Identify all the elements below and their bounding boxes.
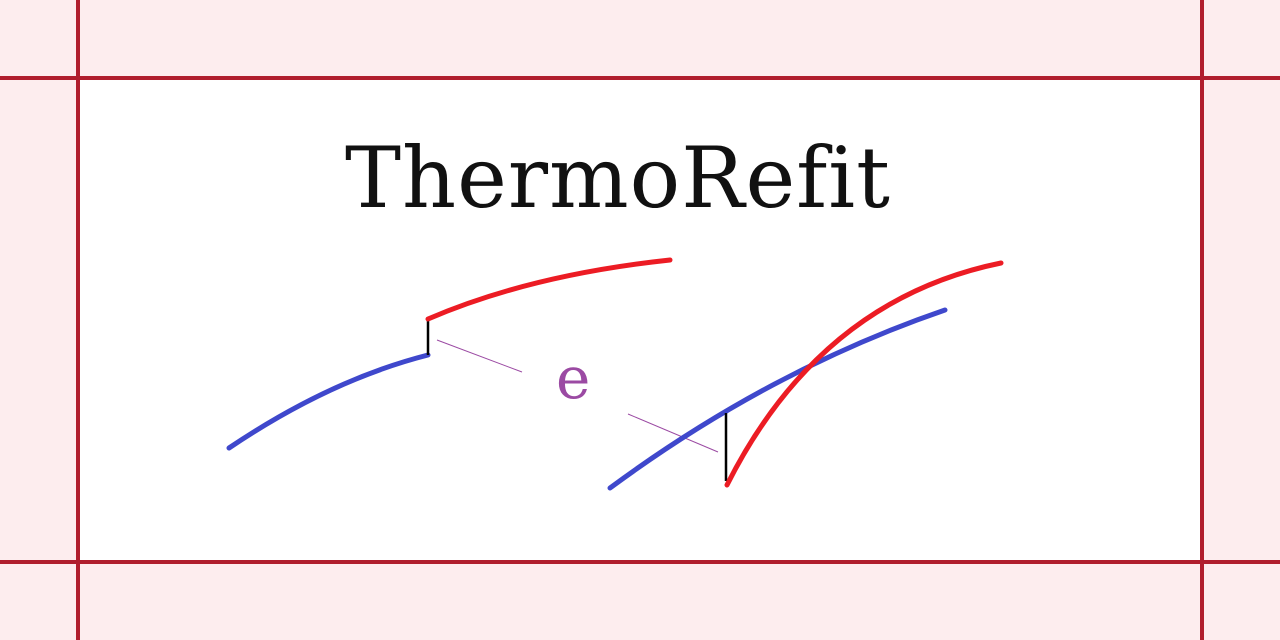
right-blue-curve — [607, 307, 948, 491]
grid-line-right — [1200, 0, 1204, 640]
grid-line-bottom — [0, 560, 1280, 564]
connector-line-left — [436, 339, 523, 373]
logo-title: ThermoRefit — [345, 129, 891, 227]
left-red-curve — [425, 257, 673, 322]
white-panel — [79, 79, 1200, 560]
energy-label-e: e — [556, 344, 591, 412]
right-red-curve — [724, 260, 1004, 488]
grid-line-left — [76, 0, 80, 640]
grid-line-top — [0, 76, 1280, 80]
left-blue-curve — [226, 352, 431, 451]
connector-line-right — [627, 413, 719, 453]
